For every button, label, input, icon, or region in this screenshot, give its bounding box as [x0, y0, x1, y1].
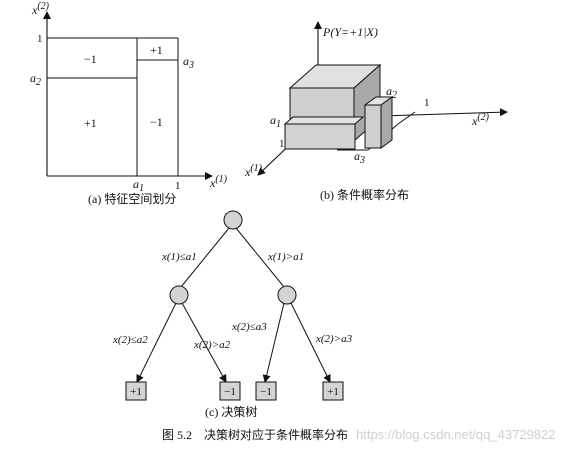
panel-b-x2-axis-label: x(2) — [471, 112, 490, 128]
panel-a-tick-a1: a1 — [133, 177, 144, 194]
tree-edge-root-right — [235, 227, 285, 288]
panel-b-front-block-top — [283, 116, 365, 125]
tree-leaf-2 — [219, 381, 241, 401]
panel-a-feature-space: x(2) x(1) 1 a2 a1 1 a3 −1 +1 +1 −1 (a) 特… — [30, 1, 228, 206]
panel-a-tick-1-bottom: 1 — [175, 180, 181, 192]
tree-right-node — [277, 285, 297, 305]
panel-b-small-block-front — [364, 104, 382, 149]
panel-a-x-axis-label: x(1) — [209, 174, 228, 190]
panel-b-conditional-probability: P(Y=+1|X) x(2) x(1) a1 a2 a3 1 1 (b) 条件概… — [244, 21, 508, 202]
panel-a-tick-a2: a2 — [30, 71, 41, 88]
tree-edge-label-lr: x(2)>a2 — [193, 339, 231, 351]
panel-b-tick-a3: a3 — [354, 149, 365, 166]
panel-a-tick-a3: a3 — [183, 54, 194, 71]
tree-edge-label-ll: x(2)≤a2 — [112, 334, 148, 346]
tree-edge-label-root-right: x(1)>a1 — [267, 251, 304, 263]
tree-edge-rr — [290, 302, 331, 383]
tree-edge-rl — [262, 302, 285, 383]
tree-leaf-4-label: +1 — [327, 386, 339, 398]
tree-edge-root-left — [180, 227, 230, 288]
tree-edge-label-root-left: x(1)≤a1 — [161, 251, 197, 263]
tree-leaf-2-label: −1 — [224, 386, 236, 398]
panel-b-caption: (b) 条件概率分布 — [320, 187, 409, 202]
panel-b-small-block-right — [380, 96, 393, 149]
watermark-text: https://blog.csdn.net/qq_43729822 — [356, 427, 556, 442]
tree-leaf-3 — [255, 381, 277, 401]
tree-left-node — [169, 285, 189, 305]
tree-leaf-3-label: −1 — [260, 386, 272, 398]
tree-root-node — [223, 210, 243, 230]
tree-leaf-1-label: +1 — [130, 386, 142, 398]
panel-c-caption: (c) 决策树 — [205, 404, 257, 419]
figure-caption: 图 5.2 决策树对应于条件概率分布 — [162, 427, 348, 442]
panel-b-front-block-front — [284, 123, 356, 150]
tree-edge-lr — [181, 302, 227, 383]
panel-a-tick-1-left: 1 — [37, 33, 43, 45]
panel-b-x1-axis-label: x(1) — [244, 163, 263, 179]
tree-leaf-1 — [125, 381, 147, 401]
tree-edge-label-rl: x(2)≤a3 — [231, 321, 267, 333]
tree-edge-label-rr: x(2)>a3 — [315, 333, 353, 345]
panel-b-base-line-3 — [397, 111, 416, 125]
panel-a-region-bottom-right: −1 — [150, 115, 163, 129]
panel-a-region-top-right: +1 — [150, 43, 163, 57]
tree-edge-ll — [136, 302, 177, 383]
tree-leaf-4 — [322, 381, 344, 401]
panel-a-region-bottom-left: +1 — [84, 116, 97, 130]
panel-b-tick-1-left: 1 — [279, 138, 285, 150]
panel-a-y-axis-label: x(2) — [31, 1, 50, 17]
panel-b-tick-a2: a2 — [386, 84, 397, 101]
panel-a-caption: (a) 特征空间划分 — [88, 191, 176, 206]
panel-b-tick-1-right: 1 — [424, 97, 430, 109]
panel-b-tick-a1: a1 — [270, 113, 281, 130]
panel-b-z-axis-label: P(Y=+1|X) — [322, 25, 378, 39]
panel-a-region-top-left: −1 — [84, 52, 97, 66]
panel-c-decision-tree: +1 −1 −1 +1 x(1)≤a1 x(1)>a1 x(2)≤a2 x(2)… — [112, 210, 353, 419]
